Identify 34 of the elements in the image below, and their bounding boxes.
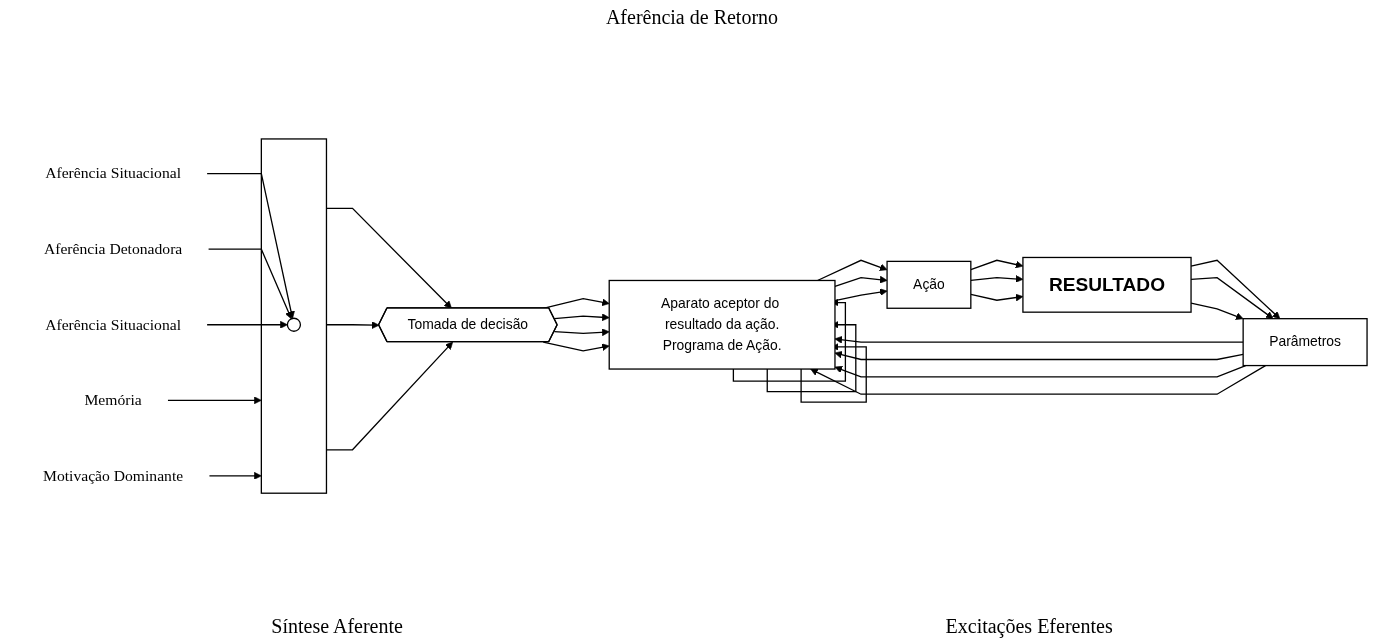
arrow bbox=[816, 259, 888, 282]
arrow bbox=[325, 208, 452, 309]
node-text: Motivação Dominante bbox=[43, 466, 184, 485]
cluster bbox=[260, 138, 328, 495]
arrow bbox=[732, 299, 847, 383]
node-text: Aferência Situacional bbox=[45, 315, 182, 334]
annotation-label: Aferência de Retorno bbox=[604, 6, 780, 29]
node-text: Memória bbox=[84, 391, 142, 409]
node-text: Aferência Situacional bbox=[45, 164, 182, 183]
arrow bbox=[207, 248, 293, 320]
arrow bbox=[553, 313, 610, 322]
arrow bbox=[810, 365, 1267, 396]
arrow bbox=[206, 173, 295, 319]
arrow bbox=[834, 365, 1247, 378]
node-box: Parâmetros bbox=[1242, 318, 1368, 367]
arrow bbox=[325, 342, 453, 451]
arrow bbox=[167, 396, 262, 405]
annotation-label: Síntese Aferente bbox=[271, 615, 403, 638]
arrow bbox=[800, 343, 867, 403]
arrow bbox=[553, 328, 610, 337]
annotation-label: Excitações Eferentes bbox=[945, 615, 1113, 638]
node-box: Ação bbox=[886, 260, 972, 310]
arrow bbox=[206, 321, 288, 329]
arrow bbox=[542, 341, 610, 352]
arrow bbox=[208, 472, 262, 480]
arrow bbox=[325, 321, 380, 330]
arrow bbox=[834, 336, 1244, 344]
arrow bbox=[766, 321, 857, 393]
arrow bbox=[834, 276, 888, 288]
node-box: Aparato aceptor do resultado da ação. Programa de Ação. bbox=[608, 280, 836, 370]
arrow bbox=[834, 351, 1244, 361]
node-text: Aferência Detonadora bbox=[43, 240, 183, 258]
node-box: RESULTADO bbox=[1022, 257, 1192, 314]
node-circle bbox=[286, 317, 302, 333]
